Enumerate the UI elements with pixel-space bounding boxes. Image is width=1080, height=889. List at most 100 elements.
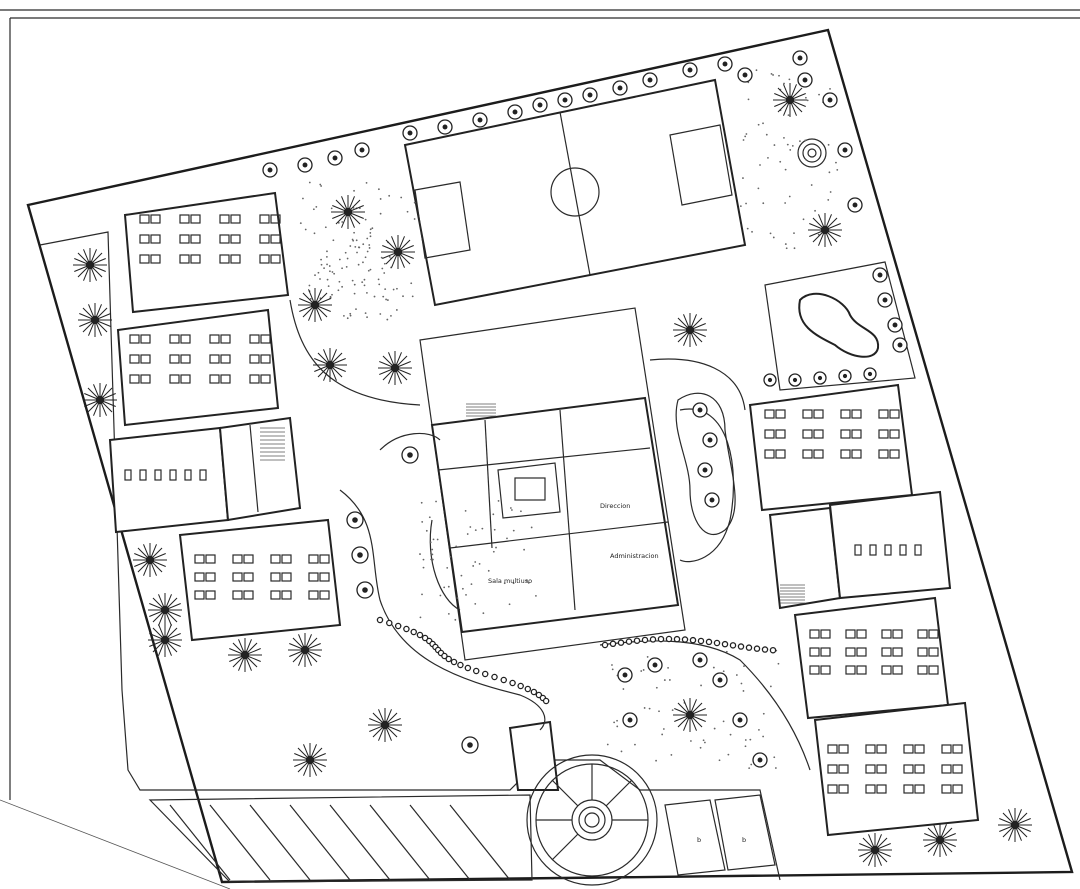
palm-tree-icon bbox=[808, 213, 842, 247]
desk-icon bbox=[260, 374, 271, 384]
hatch-dot bbox=[420, 501, 423, 504]
hatch-dot bbox=[344, 251, 347, 254]
hatch-dot bbox=[492, 513, 495, 516]
hatch-dot bbox=[749, 738, 752, 741]
hatch-dot bbox=[805, 158, 808, 161]
hatch-dot bbox=[332, 239, 335, 242]
shrub-center bbox=[877, 272, 883, 278]
hatch-dot bbox=[773, 144, 776, 146]
shrub-center bbox=[352, 517, 358, 523]
desk-icon bbox=[319, 572, 330, 582]
shrub-center bbox=[407, 130, 413, 136]
hatch-dot bbox=[520, 510, 522, 513]
shrub-center bbox=[737, 717, 743, 723]
hatch-dot bbox=[378, 283, 381, 286]
hatch-dot bbox=[366, 237, 369, 240]
shrub-center bbox=[627, 717, 633, 723]
desk-icon bbox=[179, 254, 190, 264]
toilet-icon bbox=[914, 544, 922, 556]
border-shrub bbox=[625, 638, 633, 645]
desk-icon bbox=[270, 590, 281, 600]
desk-icon bbox=[169, 354, 180, 364]
hatch-dot bbox=[772, 236, 775, 239]
hatch-dot bbox=[369, 235, 372, 238]
hatch-dot bbox=[671, 709, 674, 712]
border-shrub bbox=[410, 628, 417, 636]
hatch-dot bbox=[447, 612, 450, 615]
hatch-dot bbox=[829, 191, 832, 193]
desk-icon bbox=[917, 647, 928, 657]
border-shrub bbox=[500, 676, 507, 684]
border-shrub bbox=[445, 655, 452, 663]
hatch-dot bbox=[747, 98, 750, 101]
shrub-center bbox=[792, 377, 798, 383]
hatch-dot bbox=[338, 280, 341, 283]
shrub-group bbox=[262, 50, 908, 768]
hatch-dot bbox=[351, 279, 354, 282]
hatch-dot bbox=[421, 593, 423, 596]
hatch-dot bbox=[392, 288, 395, 291]
shrub-center bbox=[697, 657, 703, 663]
palm-tree-group bbox=[73, 83, 1032, 867]
desk-icon bbox=[840, 449, 851, 459]
desk-icon bbox=[243, 554, 254, 564]
toilet-icon bbox=[154, 469, 162, 481]
desk-icon bbox=[865, 784, 876, 794]
hatch-dot bbox=[640, 670, 643, 672]
shrub-center bbox=[477, 117, 483, 123]
hatch-dot bbox=[354, 245, 357, 248]
hatch-dot bbox=[460, 574, 463, 577]
hatch-dot bbox=[487, 569, 490, 572]
parking-label-b: b bbox=[742, 836, 746, 844]
desk-icon bbox=[129, 334, 140, 344]
hatch-dot bbox=[396, 287, 398, 290]
hatch-dot bbox=[419, 553, 421, 555]
desk-icon bbox=[270, 214, 281, 224]
hatch-dot bbox=[379, 212, 382, 215]
hatch-dot bbox=[308, 181, 311, 184]
hatch-dot bbox=[371, 227, 374, 230]
hatch-dot bbox=[439, 594, 442, 597]
hatch-dot bbox=[338, 258, 341, 261]
shrub-center bbox=[537, 102, 543, 108]
hatch-dot bbox=[364, 312, 367, 314]
hatch-dot bbox=[525, 579, 528, 582]
toilet-icon bbox=[169, 469, 177, 481]
hatch-dot bbox=[454, 618, 457, 621]
hatch-dot bbox=[739, 205, 742, 208]
hatch-dot bbox=[383, 262, 386, 265]
desk-icon bbox=[914, 764, 925, 774]
hatch-dot bbox=[386, 318, 389, 321]
hatch-dot bbox=[527, 582, 530, 584]
entrance-plaza bbox=[526, 754, 658, 886]
hatch-dot bbox=[395, 309, 398, 311]
desk-icon bbox=[878, 449, 889, 459]
desk-icon bbox=[809, 629, 820, 639]
desk-icon bbox=[820, 629, 831, 639]
desk-icon bbox=[851, 449, 862, 459]
hatch-dot bbox=[744, 135, 747, 138]
shrub-center bbox=[802, 77, 808, 83]
border-shrub bbox=[713, 639, 721, 647]
hatch-dot bbox=[804, 139, 807, 142]
hatch-dot bbox=[443, 586, 446, 589]
desk-icon bbox=[941, 764, 952, 774]
hatch-dot bbox=[493, 528, 496, 531]
hatch-dot bbox=[670, 754, 673, 756]
desk-icon bbox=[139, 214, 150, 224]
hatch-dot bbox=[606, 743, 609, 746]
border-shrub bbox=[376, 616, 384, 624]
desk-icon bbox=[249, 374, 260, 384]
hatch-dot bbox=[436, 538, 439, 541]
hatch-dot bbox=[512, 582, 515, 585]
hatch-dot bbox=[835, 161, 837, 164]
hatch-dot bbox=[314, 274, 316, 277]
hatch-dot bbox=[331, 293, 333, 296]
hatch-dot bbox=[655, 686, 658, 689]
palm-tree-icon bbox=[148, 623, 182, 657]
classroom-block-3 bbox=[178, 518, 342, 642]
hatch-dot bbox=[690, 740, 692, 742]
desk-icon bbox=[903, 744, 914, 754]
hatch-dot bbox=[312, 208, 315, 211]
hatch-dot bbox=[718, 759, 721, 762]
